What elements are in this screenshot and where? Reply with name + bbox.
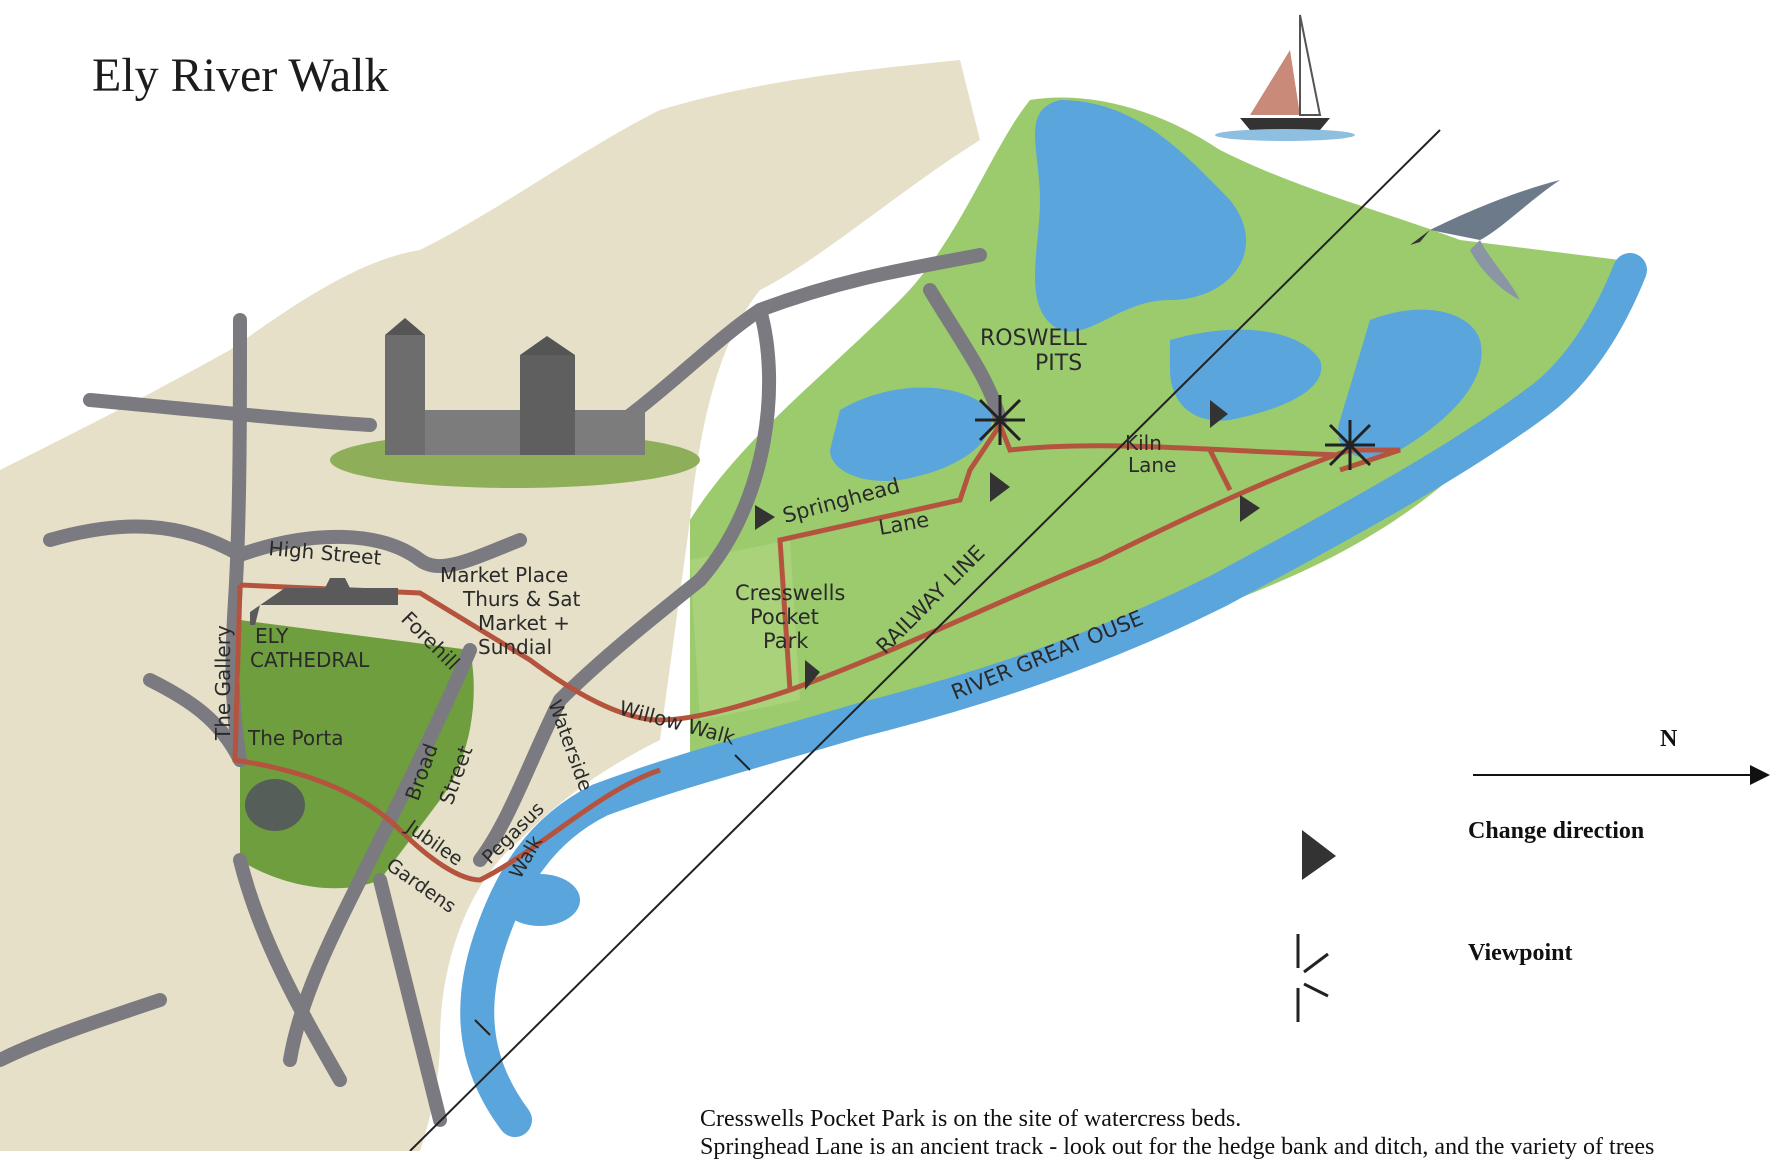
viewpoints <box>975 395 1375 470</box>
legend-viewpoint: Viewpoint <box>1468 940 1573 966</box>
caption-line-1: Cresswells Pocket Park is on the site of… <box>700 1106 1242 1132</box>
label-ely: ELY <box>255 624 289 648</box>
north-label: N <box>1660 726 1678 752</box>
direction-arrow <box>755 505 775 530</box>
direction-arrow <box>805 660 820 690</box>
legend-change-direction-icon <box>1302 830 1336 880</box>
legend-viewpoint-icon <box>1296 934 1329 1022</box>
cathedral-plan <box>250 578 398 625</box>
pit-central <box>1170 329 1322 421</box>
label-cresswells: Cresswells <box>735 581 845 605</box>
viewpoint-icon <box>1325 420 1375 470</box>
pit-east <box>1338 309 1482 459</box>
railway-crossing-1 <box>474 1019 491 1036</box>
park-tree <box>245 779 305 831</box>
sailboat-illustration <box>1215 14 1355 141</box>
label-pits: PITS <box>1035 351 1082 376</box>
label-kiln-lane: Lane <box>1128 453 1176 477</box>
label-thurs-sat: Thurs & Sat <box>462 587 580 611</box>
heron-illustration <box>1410 180 1560 300</box>
pocket-park-area <box>690 540 800 720</box>
caption-line-2: Springhead Lane is an ancient track - lo… <box>700 1134 1655 1160</box>
direction-arrow <box>1240 495 1260 522</box>
cathedral-illustration <box>330 318 700 488</box>
roswell-pits-lake <box>1035 100 1247 332</box>
label-the-gallery: The Gallery <box>211 625 235 741</box>
north-arrowhead <box>1750 765 1770 785</box>
viewpoint-icon <box>975 395 1025 445</box>
legend-change-direction: Change direction <box>1468 818 1645 844</box>
direction-arrow <box>1210 400 1228 428</box>
direction-arrows <box>755 400 1260 690</box>
river <box>460 253 1647 1137</box>
label-market-place: Market Place <box>440 563 568 587</box>
label-sundial: Sundial <box>478 635 552 659</box>
label-market-plus: Market + <box>478 611 570 635</box>
label-kiln: Kiln <box>1125 431 1162 455</box>
railway-crossing-2 <box>734 754 751 771</box>
railway-line <box>409 129 1441 1151</box>
label-pocket: Pocket <box>750 605 819 629</box>
countryside <box>690 97 1624 760</box>
label-roswell: ROSWELL <box>980 326 1087 351</box>
label-cathedral: CATHEDRAL <box>250 648 370 672</box>
map-title: Ely River Walk <box>92 49 389 102</box>
pit-west <box>830 387 992 481</box>
walk-route <box>232 423 1401 883</box>
label-park: Park <box>763 629 809 653</box>
direction-arrow <box>990 472 1010 502</box>
label-the-porta: The Porta <box>247 726 343 750</box>
river-inlet <box>500 874 580 926</box>
